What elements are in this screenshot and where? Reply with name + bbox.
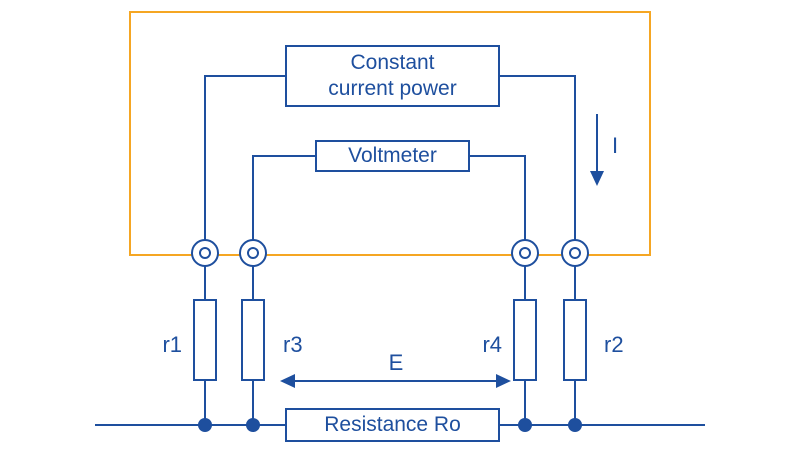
voltage-span-label: E <box>388 350 404 375</box>
terminal-current-right <box>561 239 589 267</box>
wire-current-left <box>204 75 285 241</box>
constant-current-power-box: Constant current power <box>285 45 500 107</box>
junction-dot-r3 <box>246 418 260 432</box>
voltage-span-arrow <box>280 374 511 388</box>
resistor-r1-body <box>193 299 217 381</box>
junction-dot-r1 <box>198 418 212 432</box>
wire-sense-right <box>470 155 526 241</box>
resistor-r3-label: r3 <box>283 332 303 357</box>
junction-dot-r4 <box>518 418 532 432</box>
wire-current-right <box>500 75 576 241</box>
resistance-ro-box: Resistance Ro <box>285 408 500 442</box>
constant-current-power-label-line1: Constant <box>350 51 435 75</box>
constant-current-power-label-line2: current power <box>328 77 457 100</box>
resistor-r3-body <box>241 299 265 381</box>
instrument-frame-outline <box>129 11 651 256</box>
resistor-r4-label: r4 <box>482 332 502 357</box>
terminal-sense-right <box>511 239 539 267</box>
resistor-r2-label: r2 <box>604 332 624 357</box>
wire-sense-left <box>252 155 315 241</box>
junction-dot-r2 <box>568 418 582 432</box>
resistor-r4-body <box>513 299 537 381</box>
current-arrow-label: I <box>612 133 619 158</box>
terminal-current-left <box>191 239 219 267</box>
voltmeter-label: Voltmeter <box>348 144 437 167</box>
terminal-sense-left <box>239 239 267 267</box>
current-direction-arrow <box>590 114 604 186</box>
resistor-r1-label: r1 <box>162 332 182 357</box>
voltmeter-box: Voltmeter <box>315 140 470 172</box>
resistance-ro-label: Resistance Ro <box>324 413 461 436</box>
resistor-r2-body <box>563 299 587 381</box>
